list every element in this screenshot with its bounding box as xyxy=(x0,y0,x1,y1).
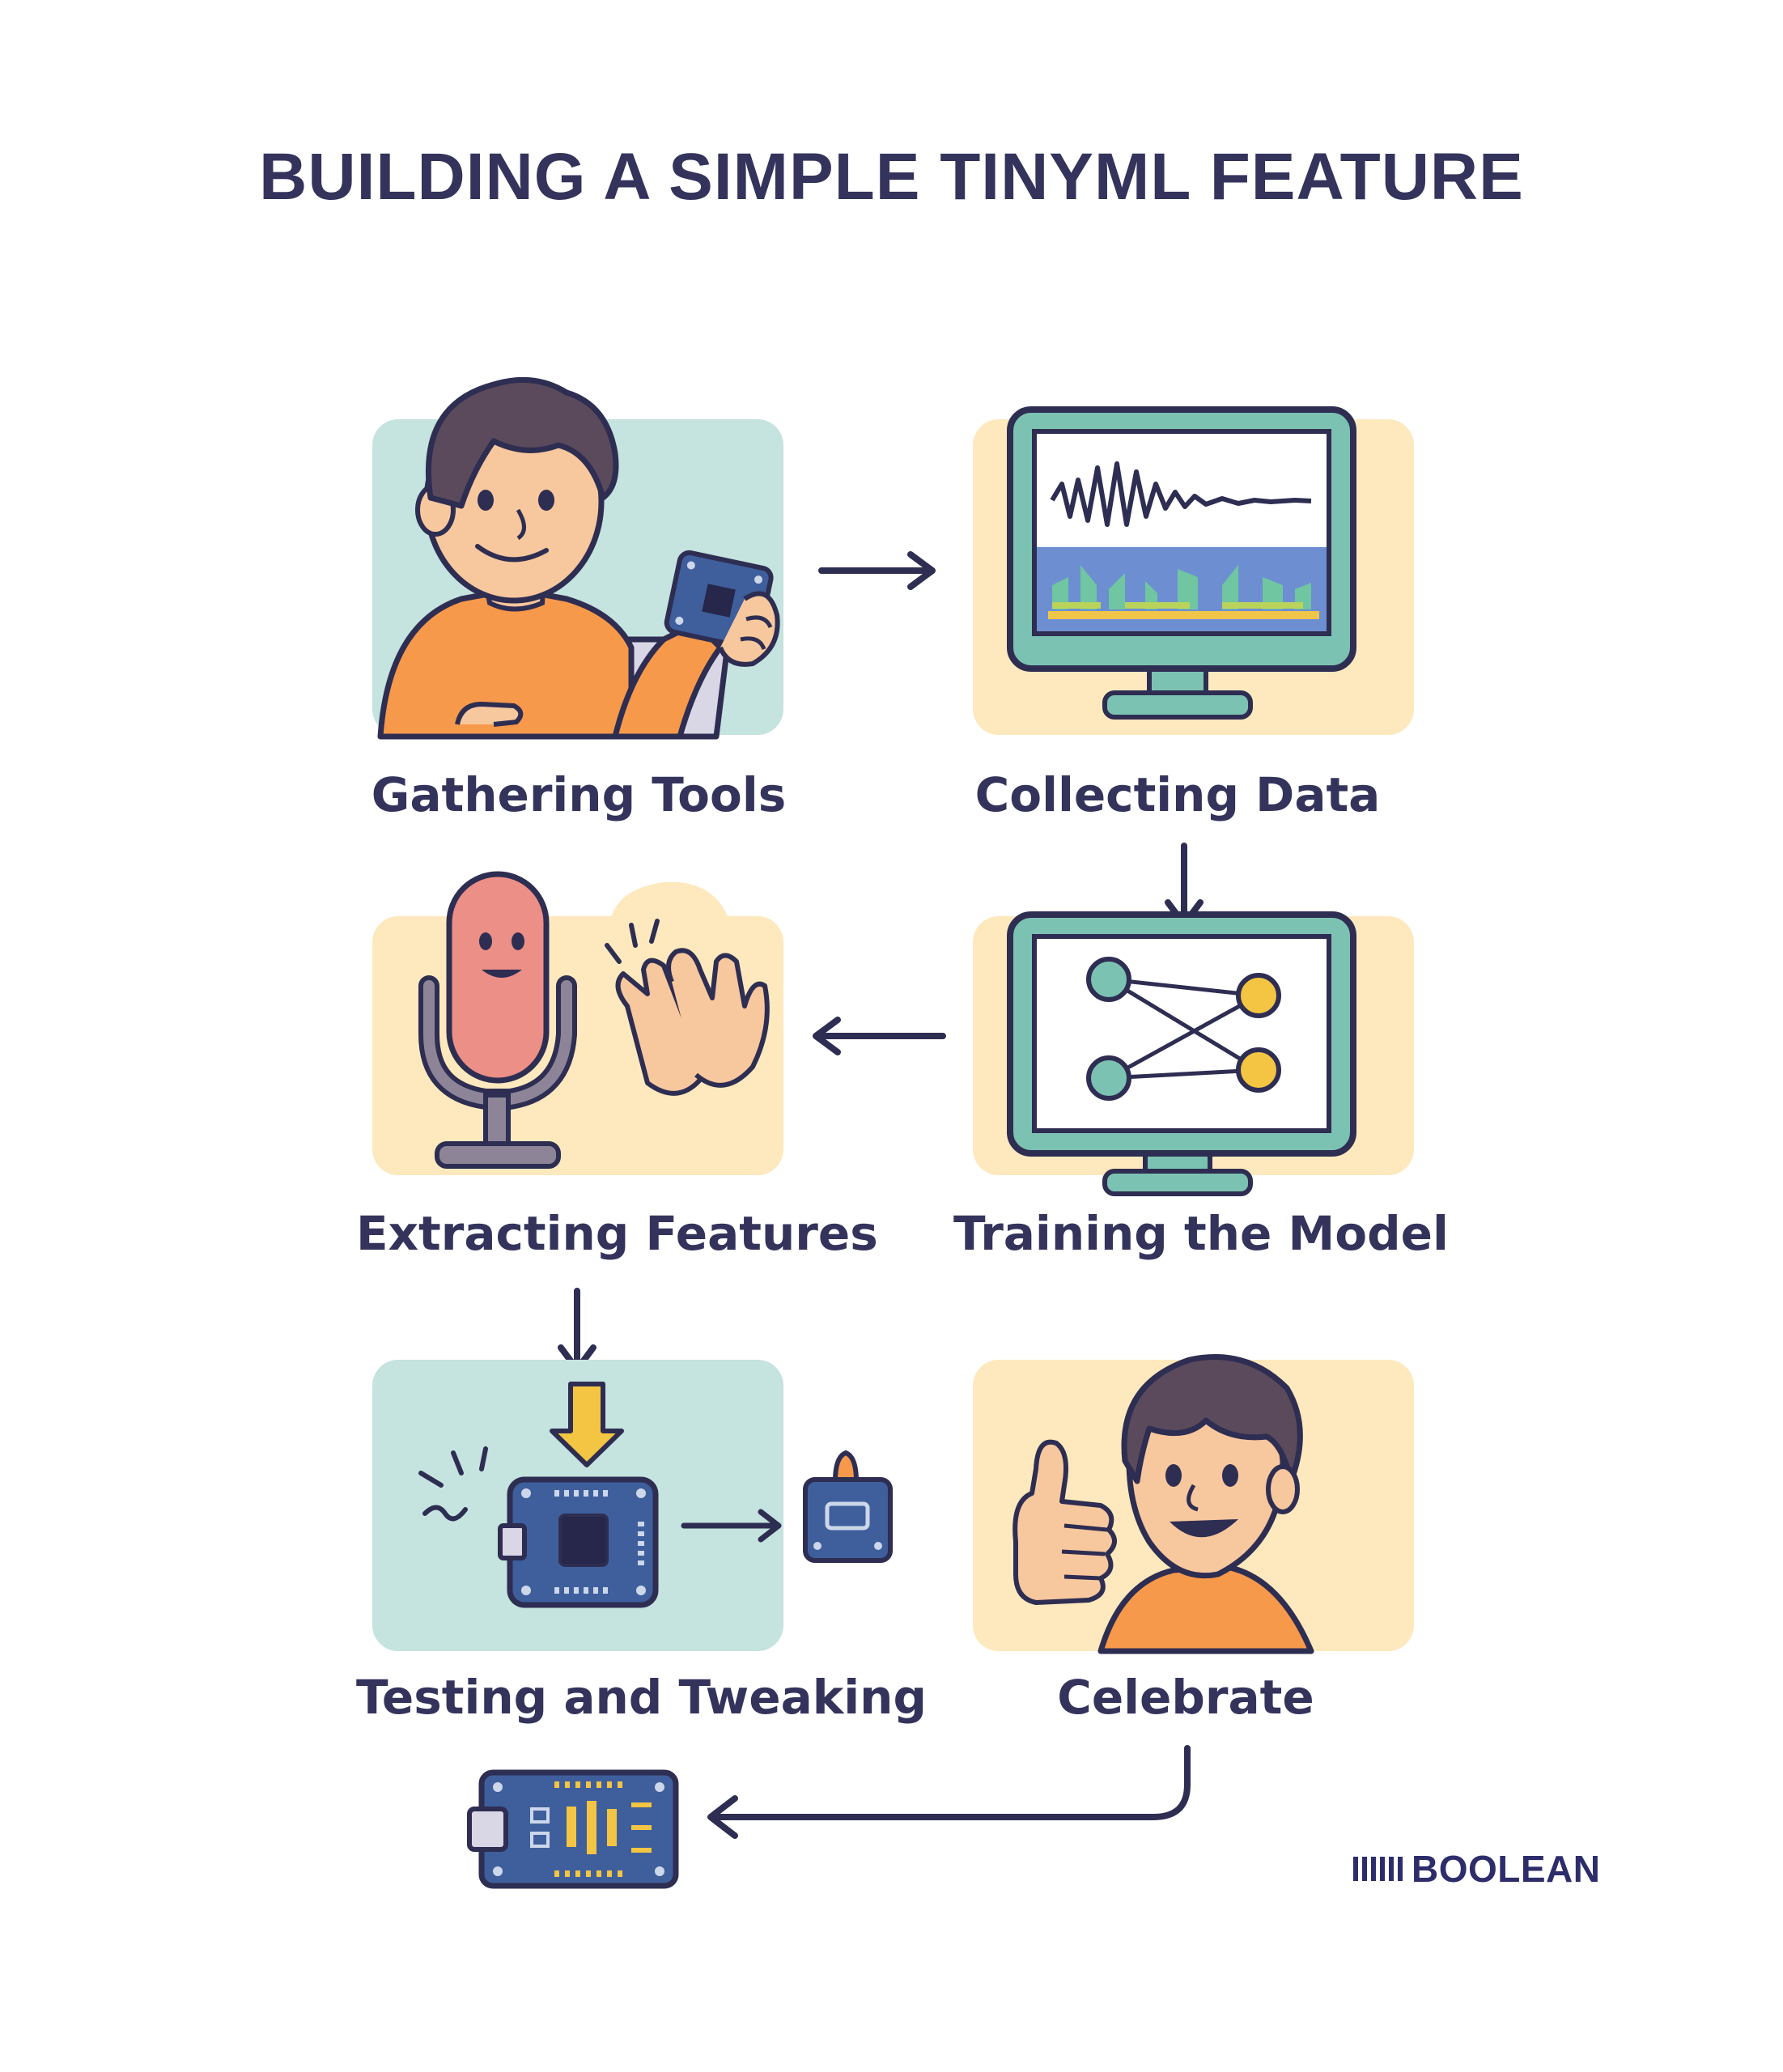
brand-logo: BOOLEAN xyxy=(1353,1847,1601,1891)
thumbs-up-person-illustration xyxy=(1012,1354,1314,1654)
person-with-board-illustration xyxy=(377,376,780,740)
monitor-neural-network-illustration xyxy=(1007,911,1356,1196)
board-deploy-illustration xyxy=(418,1382,893,1608)
step-label-gathering-tools: Gathering Tools xyxy=(371,767,787,822)
logo-bars-icon xyxy=(1353,1857,1403,1881)
page-title: BUILDING A SIMPLE TINYML FEATURE xyxy=(259,140,1524,214)
microphone-clapping-illustration xyxy=(418,871,770,1169)
return-arrow-icon xyxy=(707,1745,1191,1839)
step-label-collecting-data: Collecting Data xyxy=(974,767,1381,822)
microcontroller-board-icon xyxy=(467,1769,679,1889)
monitor-waveform-illustration xyxy=(1007,406,1356,720)
arrow-left-icon xyxy=(813,1017,946,1055)
step-label-extracting-features: Extracting Features xyxy=(356,1206,878,1261)
step-label-training-model: Training the Model xyxy=(953,1206,1449,1261)
arrow-right-icon xyxy=(818,551,936,590)
brand-name: BOOLEAN xyxy=(1412,1848,1601,1890)
step-label-celebrate: Celebrate xyxy=(1057,1670,1314,1725)
step-label-testing-tweaking: Testing and Tweaking xyxy=(356,1670,927,1725)
